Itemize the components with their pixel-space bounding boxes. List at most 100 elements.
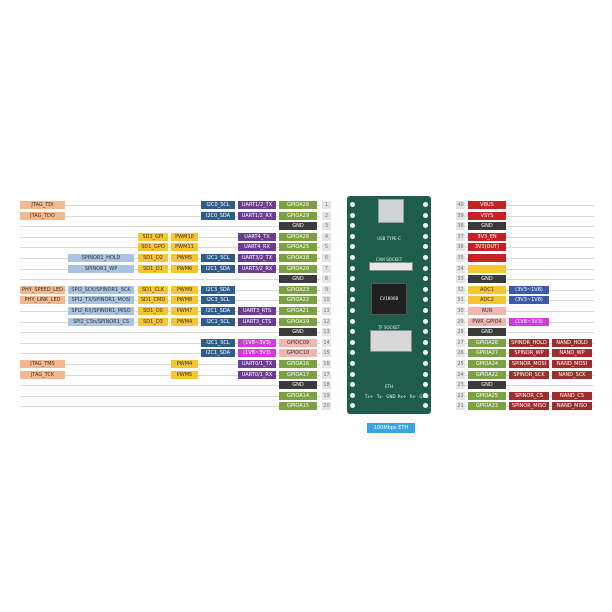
left-pin-function-label: I2C1_SCL [201,339,235,347]
board-pin-hole [423,297,428,302]
left-pin-function-label: GPIOA26 [279,233,317,241]
right-row-guide-line [458,258,594,259]
board-pin-hole [423,287,428,292]
left-pin-number: 9 [322,286,331,294]
board-pin-hole [350,266,355,271]
left-pin-function-label: UART3/2_RX [238,265,276,273]
left-pin-number: 17 [322,371,331,379]
left-pin-function-label: JTAG_TDO [20,212,65,220]
board-pin-hole [423,234,428,239]
right-row-guide-line [458,216,594,217]
left-pin-function-label: UART1/2_TX [238,201,276,209]
left-row-guide-line [20,311,320,312]
left-row-guide-line [20,322,320,323]
left-row-guide-line [20,290,320,291]
left-row-guide-line [20,205,320,206]
tf-label: TF SOCKET [377,325,401,330]
board-pin-hole [350,287,355,292]
right-pin-number: 39 [456,212,465,220]
left-pin-function-label: SD1_D0 [138,307,168,315]
left-pin-number: 15 [322,349,331,357]
board-pin-hole [350,297,355,302]
right-pin-function-label: GPIOA22 [468,371,506,379]
eth-speed-badge: 100Mbps ETH [367,423,415,433]
left-row-guide-line [20,385,320,386]
left-pin-function-label: I2C1_SDA [201,349,235,357]
soc-chip [371,283,407,315]
eth-pin-label: Tx+ [364,394,374,399]
board-pin-hole [350,319,355,324]
board-pin-hole [423,202,428,207]
left-pin-function-label: GPIOA14 [279,392,317,400]
left-pin-function-label: UART3_RTS [238,307,276,315]
left-row-guide-line [20,406,320,407]
cam-label: CAM SOCKET [375,257,403,262]
left-pin-function-label: I2C1_SCL [201,318,235,326]
board-pin-hole [423,372,428,377]
board-pin-hole [350,244,355,249]
left-pin-function-label: GPIOC09 [279,339,317,347]
board-pin-hole [350,223,355,228]
right-pin-number: 27 [456,339,465,347]
left-pin-function-label: GPIOA23 [279,286,317,294]
board-pin-hole [423,213,428,218]
right-pin-function-label: 3V3_EN [468,233,506,241]
right-pin-function-label: NAND_HOLD [552,339,592,347]
left-pin-function-label: GPIOA17 [279,371,317,379]
right-pin-function-label: PWR_GPIO4 [468,318,506,326]
right-pin-function-label: ADC2 [468,296,506,304]
left-pin-function-label: JTAG_TMS [20,360,65,368]
board-pin-hole [423,382,428,387]
right-pin-number: 32 [456,286,465,294]
left-pin-function-label: SD1_CMD [138,296,168,304]
left-pin-function-label: GPIOA15 [279,402,317,410]
right-pin-number: 28 [456,328,465,336]
left-pin-number: 10 [322,296,331,304]
board-pin-hole [350,382,355,387]
left-pin-function-label: SD1_D2 [138,254,168,262]
left-pin-function-label: SPI2_TX/SPINOR1_MOSI [68,296,134,304]
board-pin-hole [423,329,428,334]
right-pin-function-label: VBUS [468,201,506,209]
usb-c-connector [378,199,404,223]
right-pin-function-label: GND [468,328,506,336]
left-pin-function-label: PWM11 [171,243,198,251]
left-pin-function-label: I2C1_SDA [201,307,235,315]
left-pin-number: 5 [322,243,331,251]
left-row-guide-line [20,279,320,280]
right-pin-function-label: RUN [468,307,506,315]
board-pin-hole [423,403,428,408]
right-pin-function-label: (3V3~1V8) [509,296,549,304]
left-pin-function-label: PHY_LINK_LED [20,296,65,304]
board-pin-hole [423,361,428,366]
left-pin-function-label: PWM7 [171,307,198,315]
left-pin-function-label: PWM10 [171,233,198,241]
board-pin-hole [350,213,355,218]
left-pin-number: 18 [322,381,331,389]
left-pin-function-label: SD1_D3 [138,318,168,326]
right-pin-number: 21 [456,402,465,410]
right-pin-function-label: SPINOR_CS [509,392,549,400]
left-pin-function-label: GPIOA19 [279,318,317,326]
left-pin-function-label: GPIOA16 [279,360,317,368]
right-row-guide-line [458,247,594,248]
left-row-guide-line [20,237,320,238]
board-pin-hole [350,255,355,260]
left-row-guide-line [20,226,320,227]
left-pin-function-label: UART4_TX [238,233,276,241]
right-row-guide-line [458,226,594,227]
left-pin-function-label: I2C0_SDA [201,212,235,220]
right-pin-number: 29 [456,318,465,326]
right-pin-function-label: NAND_MOSI [552,360,592,368]
board-pin-hole [350,202,355,207]
right-pin-function-label: SPINOR_SCK [509,371,549,379]
right-pin-function-label: 3V3(OUT) [468,243,506,251]
board-pin-hole [423,255,428,260]
left-pin-function-label: GPIOA18 [279,254,317,262]
right-pin-function-label: NAND_WP [552,349,592,357]
left-pin-function-label: PHY_SPEED_LED [20,286,65,294]
right-pin-function-label: (3V3~1V8) [509,286,549,294]
left-pin-function-label: SPINOR1_HOLD [68,254,134,262]
left-pin-function-label: UART3/2_TX [238,254,276,262]
right-pin-function-label: SPINOR_MOSI [509,360,549,368]
